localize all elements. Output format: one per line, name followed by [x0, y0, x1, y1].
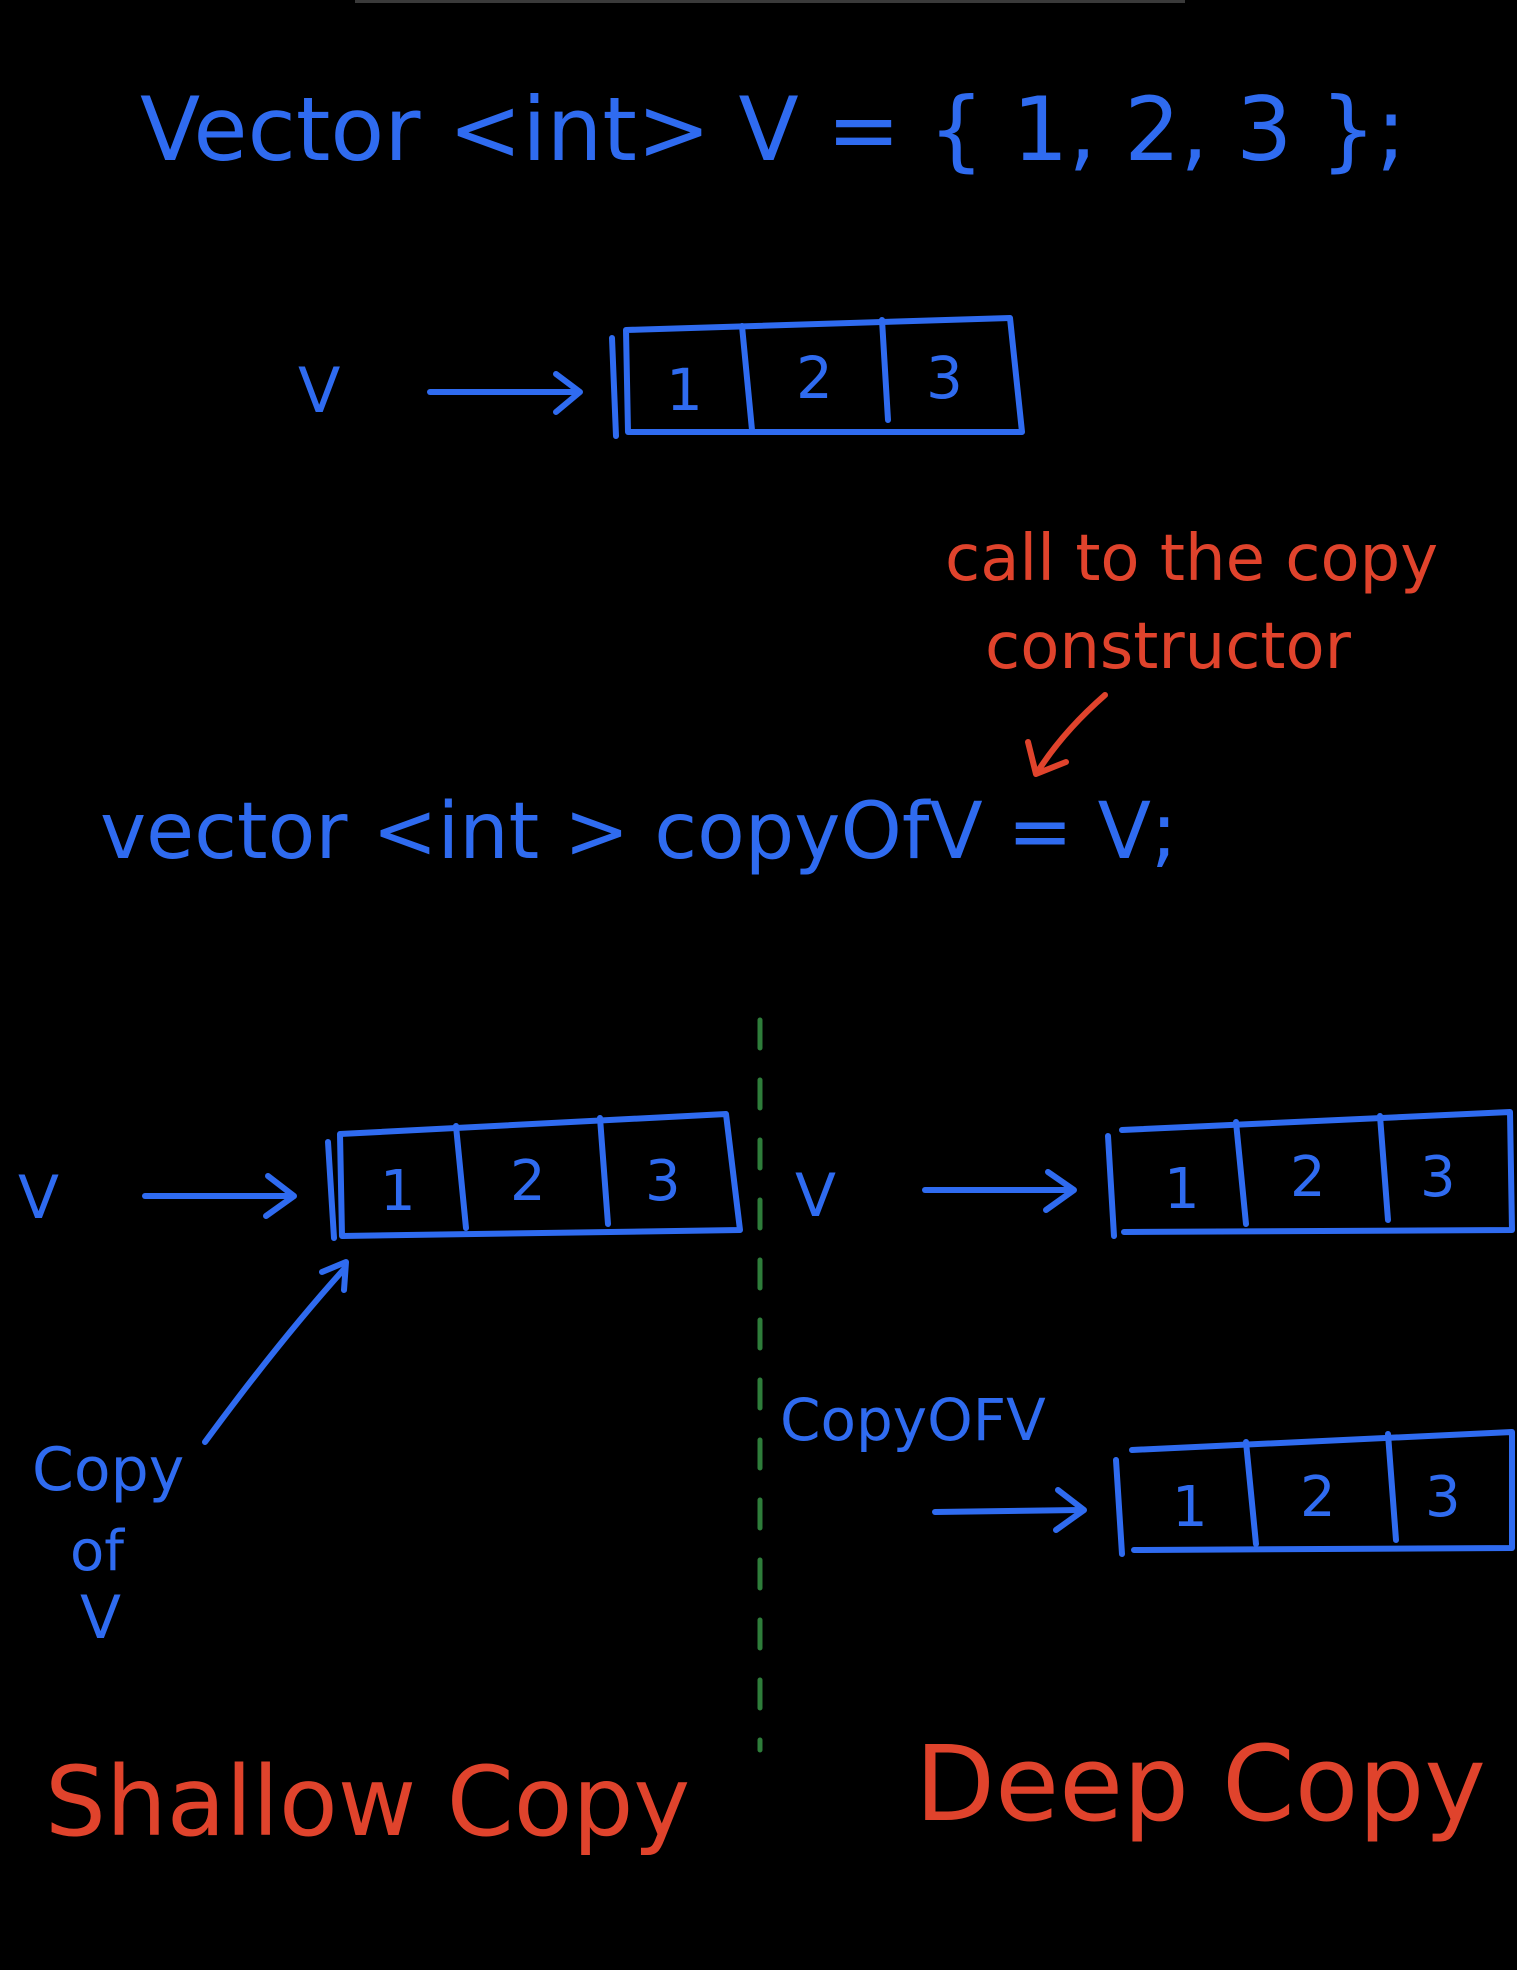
copy-of-v-word-1: Copy — [32, 1435, 184, 1505]
copy-of-v-label-deep: CopyOFV — [780, 1386, 1046, 1454]
array-deep-copy-value-1: 1 — [1172, 1475, 1208, 1540]
array-shallow-value-1: 1 — [380, 1159, 416, 1224]
annotation-line-2: constructor — [985, 610, 1352, 684]
arrow-v-top — [427, 371, 583, 415]
arrow-v-shallow — [142, 1173, 297, 1219]
array-box-deep-v: 1 2 3 — [1105, 1109, 1515, 1239]
array-shallow-value-2: 2 — [510, 1149, 546, 1214]
array-top-value-2: 2 — [796, 344, 833, 412]
copy-of-v-word-2: of — [70, 1519, 125, 1584]
deep-copy-title: Deep Copy — [915, 1723, 1486, 1845]
array-shallow-value-3: 3 — [645, 1149, 681, 1214]
shallow-copy-title: Shallow Copy — [45, 1746, 690, 1858]
arrow-copy-to-shallow-array — [202, 1259, 349, 1445]
array-box-deep-copy: 1 2 3 — [1113, 1429, 1515, 1557]
array-box-shallow: 1 2 3 — [325, 1111, 743, 1241]
copy-declaration: vector <int > copyOfV = V; — [100, 787, 1177, 877]
array-top-value-1: 1 — [666, 356, 703, 424]
v-label-top: V — [298, 354, 340, 427]
arrow-v-deep — [922, 1169, 1077, 1213]
v-label-shallow: V — [18, 1163, 59, 1233]
vector-declaration: Vector <int> V = { 1, 2, 3 }; — [140, 78, 1406, 181]
array-deep-copy-value-2: 2 — [1300, 1465, 1336, 1530]
copy-of-v-word-3: V — [80, 1583, 121, 1653]
array-deep-v-value-2: 2 — [1290, 1145, 1326, 1210]
arrow-copy-deep — [932, 1487, 1087, 1533]
top-edge-bar — [355, 0, 1185, 3]
array-top-value-3: 3 — [926, 344, 963, 412]
annotation-line-1: call to the copy — [945, 522, 1438, 596]
annotation-arrow — [1025, 692, 1108, 777]
array-box-top: 1 2 3 — [609, 315, 1025, 439]
v-label-deep: V — [795, 1161, 836, 1231]
array-deep-copy-value-3: 3 — [1425, 1465, 1461, 1530]
array-deep-v-value-3: 3 — [1420, 1145, 1456, 1210]
array-deep-v-value-1: 1 — [1164, 1157, 1200, 1222]
